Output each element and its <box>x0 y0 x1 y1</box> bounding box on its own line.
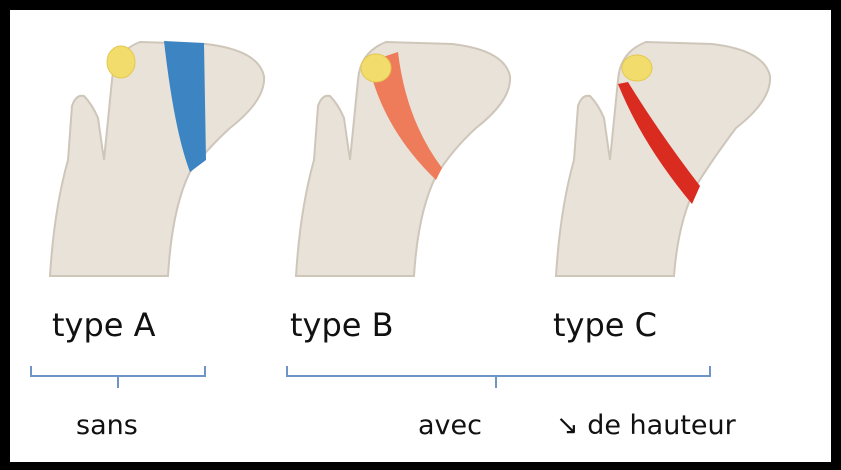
physis-c <box>622 55 652 81</box>
bone-type-b <box>296 42 510 276</box>
bone-type-a <box>50 41 264 276</box>
physis-a <box>107 46 135 78</box>
figure-canvas <box>10 10 831 462</box>
label-type-c: type C <box>553 306 657 344</box>
figure-frame: type A type B type C sans avec ↘ de haut… <box>10 10 831 462</box>
physis-b <box>361 54 391 82</box>
bracket-avec <box>287 366 710 388</box>
bone-type-c <box>556 42 770 276</box>
bone-a-shape <box>50 42 264 276</box>
label-type-a: type A <box>52 306 156 344</box>
label-height-decrease: ↘ de hauteur <box>556 410 736 441</box>
label-sans: sans <box>76 410 138 441</box>
bone-b-shape <box>296 42 510 276</box>
label-avec: avec <box>418 410 482 441</box>
bracket-sans <box>31 366 205 388</box>
label-type-b: type B <box>290 306 394 344</box>
